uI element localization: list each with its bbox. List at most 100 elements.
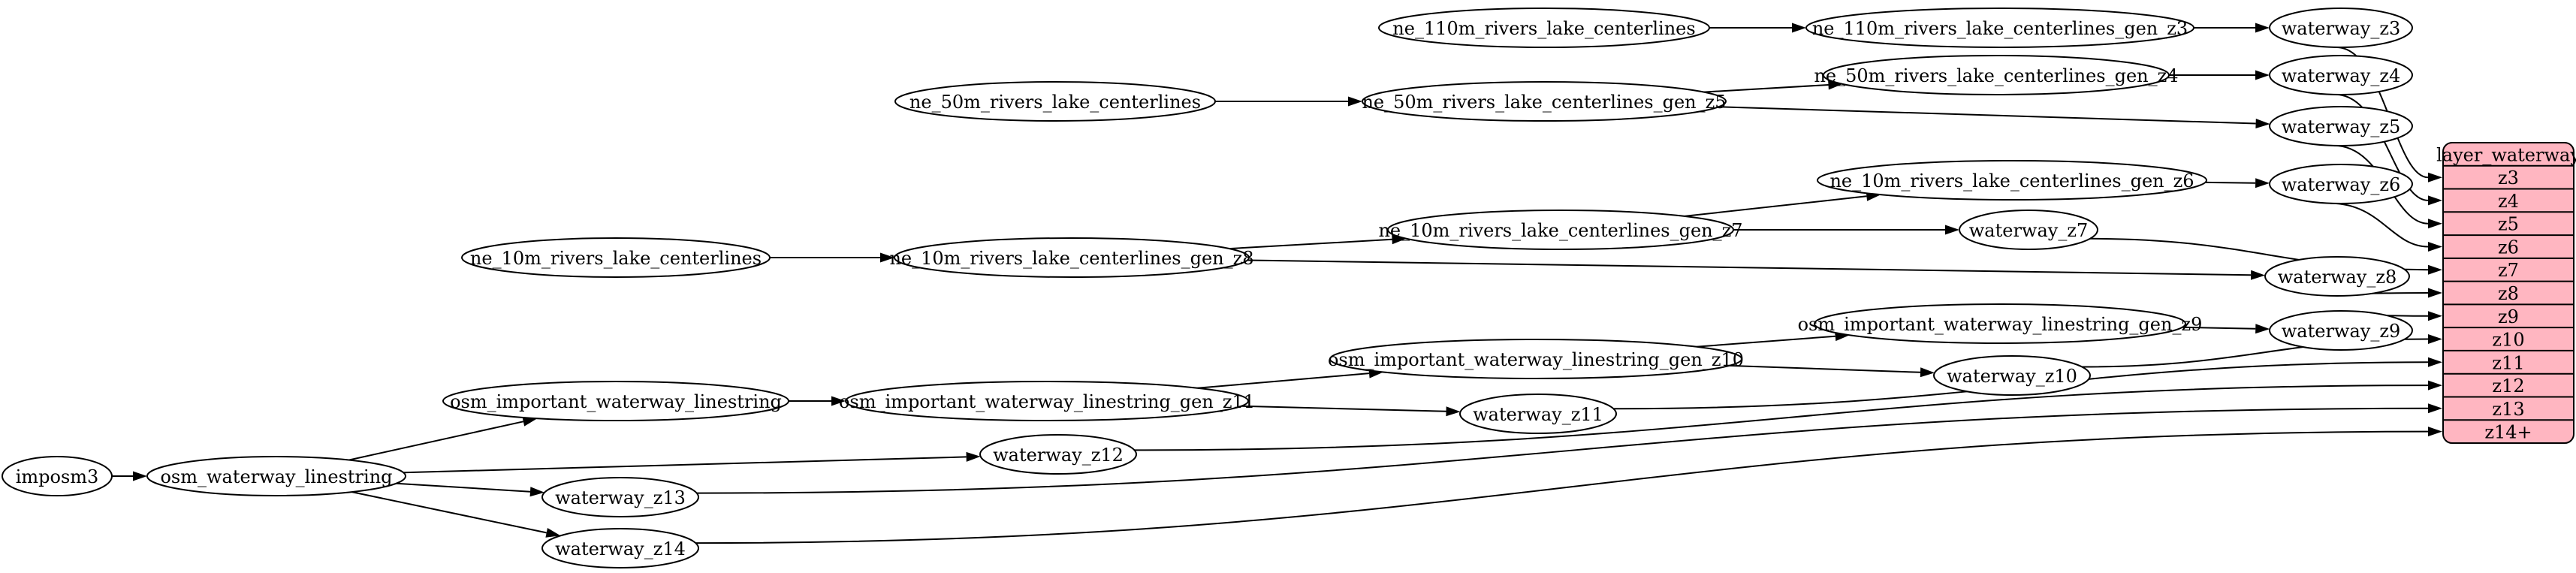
edge-ne_50m_rivers_lake_centerlines_gen_z5--waterway_z5	[1718, 106, 2270, 128]
node-ne_110m_rivers_lake_centerlines_gen_z3: ne_110m_rivers_lake_centerlines_gen_z3	[1805, 8, 2194, 48]
node-ellipse	[2, 456, 113, 496]
node-ellipse	[2269, 8, 2413, 48]
edge-osm_waterway_linestring--waterway_z12	[403, 451, 981, 474]
node-ne_10m_rivers_lake_centerlines: ne_10m_rivers_lake_centerlines	[461, 237, 771, 278]
arrowhead	[2428, 264, 2442, 275]
arrowhead	[2251, 270, 2266, 280]
arrowhead	[2428, 219, 2442, 229]
edge-ne_110m_rivers_lake_centerlines_gen_z3--waterway_z3	[2194, 23, 2270, 33]
arrowhead	[2255, 70, 2270, 80]
node-label: waterway_z10	[1947, 366, 2077, 387]
edge-ne_50m_rivers_lake_centerlines--ne_50m_rivers_lake_centerlines_gen_z5	[1215, 96, 1362, 107]
edge-line	[348, 421, 524, 461]
table-row-z6: z6	[2498, 237, 2519, 258]
edge-imposm3--osm_waterway_linestring	[112, 471, 147, 481]
arrowhead	[1348, 96, 1362, 107]
node-label: ne_110m_rivers_lake_centerlines	[1392, 18, 1695, 39]
arrowhead	[2428, 403, 2442, 414]
arrowhead	[1792, 23, 1806, 33]
node-ellipse	[442, 381, 789, 421]
arrowhead	[529, 487, 544, 497]
edge-line	[2182, 326, 2256, 330]
node-ellipse	[146, 456, 406, 496]
arrowhead	[1446, 406, 1461, 417]
node-ellipse	[1459, 394, 1617, 434]
node-ellipse	[2269, 55, 2413, 95]
edge-waterway_z6--layer_waterway-z6	[2330, 202, 2442, 252]
edge-line	[1703, 84, 1829, 93]
arrowhead	[2428, 311, 2442, 321]
node-ellipse	[2269, 164, 2413, 204]
node-ellipse	[541, 477, 699, 517]
node-label: waterway_z5	[2282, 116, 2401, 137]
arrowhead	[2255, 23, 2270, 33]
arrowhead	[831, 396, 846, 406]
edge-osm_waterway_linestring--waterway_z13	[396, 482, 544, 497]
node-label: ne_50m_rivers_lake_centerlines_gen_z4	[1814, 65, 2178, 86]
table-row-z3: z3	[2498, 167, 2519, 188]
node-label: ne_10m_rivers_lake_centerlines	[470, 248, 762, 269]
node-waterway_z4: waterway_z4	[2269, 55, 2413, 95]
edge-line	[351, 491, 547, 534]
node-ellipse	[1805, 8, 2194, 48]
edge-line	[1718, 106, 2256, 125]
edge-line	[2330, 202, 2429, 248]
node-ellipse	[461, 237, 771, 278]
edge-waterway_z4--layer_waterway-z4	[2335, 93, 2442, 206]
node-osm_waterway_linestring: osm_waterway_linestring	[146, 456, 406, 496]
node-ne_50m_rivers_lake_centerlines_gen_z5: ne_50m_rivers_lake_centerlines_gen_z5	[1362, 81, 1727, 122]
arrowhead	[1920, 367, 1935, 378]
node-label: osm_important_waterway_linestring	[450, 391, 782, 412]
node-ellipse	[2264, 256, 2410, 297]
arrowhead	[545, 528, 561, 538]
arrowhead	[1392, 234, 1407, 245]
table-frame	[2442, 142, 2574, 444]
node-ne_10m_rivers_lake_centerlines_gen_z6: ne_10m_rivers_lake_centerlines_gen_z6	[1817, 160, 2207, 201]
table-row-z4: z4	[2498, 191, 2519, 212]
node-label: osm_waterway_linestring	[160, 466, 392, 487]
node-waterway_z12: waterway_z12	[979, 434, 1137, 475]
node-ellipse	[1329, 339, 1742, 379]
node-osm_important_waterway_linestring: osm_important_waterway_linestring	[442, 381, 789, 421]
arrowhead	[966, 451, 981, 462]
table-row-z9: z9	[2498, 306, 2519, 327]
edge-osm_important_waterway_linestring_gen_z10--waterway_z10	[1729, 364, 1935, 378]
table-row-z10: z10	[2492, 330, 2524, 351]
node-waterway_z6: waterway_z6	[2269, 164, 2413, 204]
arrowhead	[2428, 380, 2442, 391]
node-label: waterway_z3	[2282, 18, 2401, 39]
edge-ne_10m_rivers_lake_centerlines_gen_z6--waterway_z6	[2205, 178, 2270, 188]
node-ellipse	[541, 528, 699, 568]
node-ne_50m_rivers_lake_centerlines: ne_50m_rivers_lake_centerlines	[894, 81, 1216, 122]
edge-ne_50m_rivers_lake_centerlines_gen_z4--waterway_z4	[2169, 70, 2270, 80]
table-title: layer_waterway	[2436, 144, 2576, 165]
layer-waterway-table: layer_waterwayz3z4z5z6z7z8z9z10z11z12z13…	[2436, 142, 2576, 444]
edge-osm_important_waterway_linestring_gen_z11--waterway_z11	[1241, 405, 1461, 417]
edge-line	[1241, 405, 1446, 412]
node-waterway_z13: waterway_z13	[541, 477, 699, 517]
node-label: ne_110m_rivers_lake_centerlines_gen_z3	[1812, 18, 2188, 39]
node-label: waterway_z13	[555, 487, 686, 508]
arrowhead	[1828, 80, 1843, 90]
node-ellipse	[1823, 55, 2170, 95]
edge-line	[1197, 372, 1370, 389]
node-ne_10m_rivers_lake_centerlines_gen_z7: ne_10m_rivers_lake_centerlines_gen_z7	[1378, 210, 1743, 250]
edge-line	[1696, 335, 1835, 348]
node-label: waterway_z9	[2282, 321, 2401, 342]
edge-osm_waterway_linestring--waterway_z14	[351, 491, 561, 538]
arrowhead	[2255, 324, 2270, 334]
node-ellipse	[1387, 210, 1734, 250]
node-label: ne_50m_rivers_lake_centerlines_gen_z5	[1362, 92, 1726, 113]
edge-waterway_z12--layer_waterway-z12	[1134, 380, 2442, 451]
node-waterway_z8: waterway_z8	[2264, 256, 2410, 297]
node-waterway_z9: waterway_z9	[2269, 310, 2413, 351]
node-waterway_z5: waterway_z5	[2269, 106, 2413, 146]
node-ne_10m_rivers_lake_centerlines_gen_z8: ne_10m_rivers_lake_centerlines_gen_z8	[889, 237, 1254, 278]
arrowhead	[133, 471, 147, 481]
node-label: ne_10m_rivers_lake_centerlines_gen_z8	[889, 248, 1253, 269]
node-osm_important_waterway_linestring_gen_z11: osm_important_waterway_linestring_gen_z1…	[839, 381, 1255, 421]
node-ellipse	[894, 237, 1250, 278]
